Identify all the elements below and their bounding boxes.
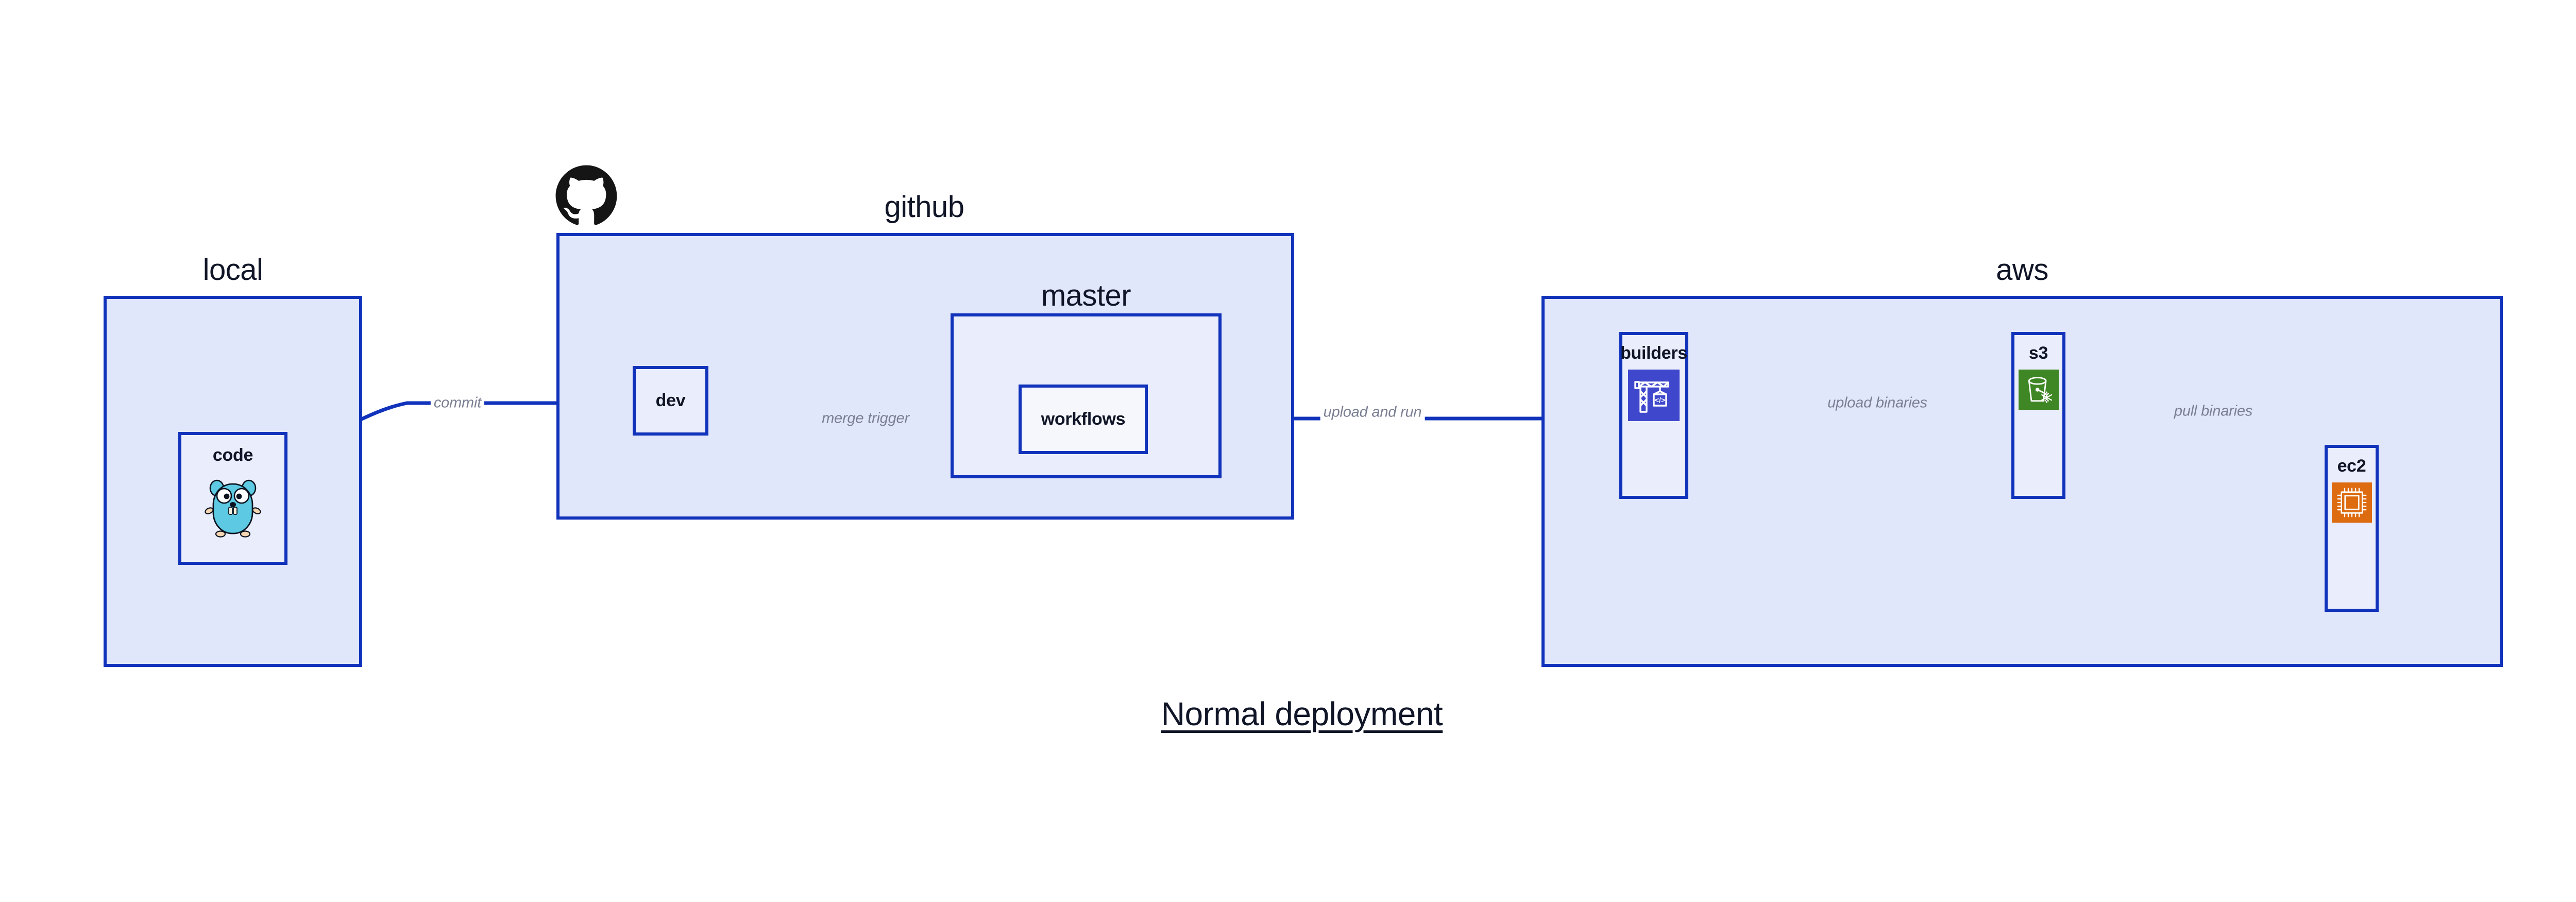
diagram-title: Normal deployment — [1161, 695, 1443, 732]
cluster-label-github: github — [884, 190, 964, 224]
node-label-builders: builders — [1620, 343, 1687, 363]
edge-label-merge-trigger: merge trigger — [819, 410, 912, 427]
aws-ec2-icon — [2331, 482, 2372, 523]
node-label-ec2: ec2 — [2337, 456, 2366, 476]
node-label-dev: dev — [655, 391, 686, 410]
edge-label-upload-binaries: upload binaries — [1824, 394, 1930, 412]
aws-codebuild-icon: </> — [1628, 370, 1680, 421]
svg-text:</>: </> — [1655, 396, 1665, 404]
github-octocat-icon — [555, 165, 617, 225]
cluster-label-master: master — [1041, 279, 1131, 312]
node-workflows[interactable]: workflows — [1019, 385, 1148, 454]
edge-label-pull-binaries: pull binaries — [2171, 403, 2256, 420]
node-builders[interactable]: builders </> — [1619, 332, 1688, 499]
node-ec2[interactable]: ec2 — [2325, 445, 2379, 612]
node-label-s3: s3 — [2028, 343, 2048, 363]
edge-label-commit: commit — [430, 394, 485, 412]
node-s3[interactable]: s3 — [2011, 332, 2065, 499]
node-code[interactable]: code — [178, 432, 287, 565]
cluster-label-aws: aws — [1996, 253, 2048, 287]
cluster-label-local: local — [202, 253, 263, 287]
aws-s3-glacier-icon — [2018, 370, 2059, 410]
edge-label-upload-and-run: upload and run — [1320, 404, 1425, 421]
node-label-workflows: workflows — [1041, 409, 1126, 429]
node-dev[interactable]: dev — [633, 366, 708, 436]
node-label-code: code — [212, 445, 253, 465]
go-gopher-icon — [205, 479, 261, 538]
